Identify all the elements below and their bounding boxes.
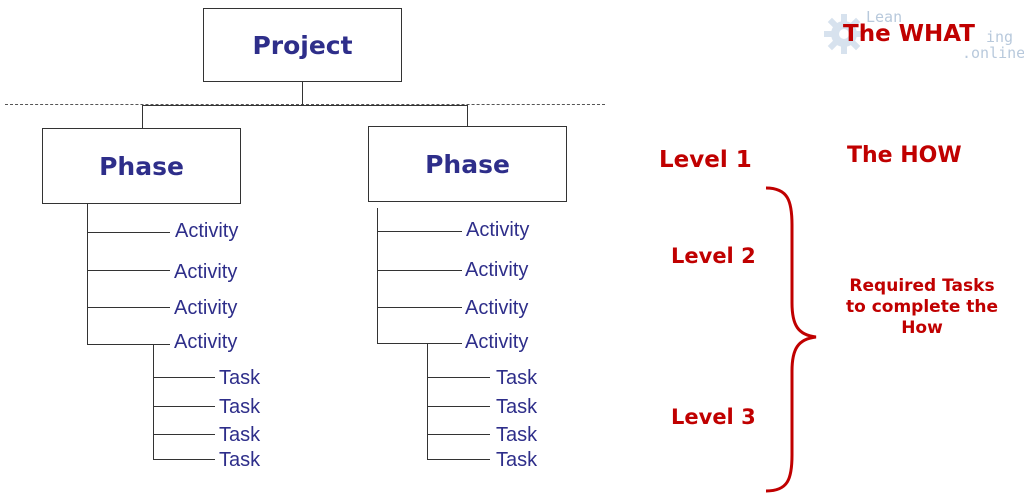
required-tasks-line: How bbox=[901, 318, 943, 338]
required-tasks-line: Required Tasks bbox=[849, 276, 995, 296]
tree-line bbox=[427, 406, 490, 407]
activity-label: Activity bbox=[174, 261, 238, 283]
phase-label: Phase bbox=[425, 149, 510, 179]
tree-line bbox=[153, 434, 215, 435]
activity-label: Activity bbox=[466, 219, 530, 241]
tree-line bbox=[427, 434, 490, 435]
connector-line bbox=[142, 105, 143, 128]
task-label: Task bbox=[496, 424, 538, 446]
tree-line bbox=[377, 208, 378, 344]
gear-icon bbox=[824, 14, 864, 54]
tree-line bbox=[87, 204, 88, 345]
task-label: Task bbox=[496, 367, 538, 389]
tree-line bbox=[153, 406, 215, 407]
task-label: Task bbox=[496, 449, 538, 471]
level-divider bbox=[5, 104, 605, 105]
project-node: Project bbox=[203, 8, 402, 82]
phase-node-left: Phase bbox=[42, 128, 241, 204]
connector-line bbox=[467, 105, 468, 126]
tree-line bbox=[153, 344, 154, 460]
watermark-logo: Lean ing .online bbox=[822, 6, 1024, 66]
project-label: Project bbox=[252, 30, 353, 60]
phase-label: Phase bbox=[99, 151, 184, 181]
tree-line bbox=[87, 270, 170, 271]
activity-label: Activity bbox=[174, 297, 238, 319]
required-tasks-note: Required Tasks to complete the How bbox=[822, 276, 1022, 339]
tree-line bbox=[377, 270, 462, 271]
activity-label: Activity bbox=[465, 259, 529, 281]
the-how-label: The HOW bbox=[847, 143, 962, 168]
tree-line bbox=[153, 459, 215, 460]
tree-line bbox=[87, 344, 170, 345]
tree-line bbox=[377, 307, 462, 308]
required-tasks-line: to complete the bbox=[845, 297, 999, 317]
curly-brace bbox=[765, 186, 817, 493]
phase-node-right: Phase bbox=[368, 126, 567, 202]
task-label: Task bbox=[219, 367, 261, 389]
tree-line bbox=[377, 343, 462, 344]
level-2-label: Level 2 bbox=[671, 244, 756, 268]
tree-line bbox=[153, 377, 215, 378]
connector-line bbox=[302, 82, 303, 105]
task-label: Task bbox=[219, 396, 261, 418]
tree-line bbox=[427, 377, 490, 378]
activity-label: Activity bbox=[175, 220, 239, 242]
watermark-text: .online bbox=[962, 44, 1024, 62]
connector-line bbox=[142, 105, 468, 106]
tree-line bbox=[427, 459, 490, 460]
activity-label: Activity bbox=[465, 331, 529, 353]
tree-line bbox=[87, 232, 170, 233]
activity-label: Activity bbox=[465, 297, 529, 319]
activity-label: Activity bbox=[174, 331, 238, 353]
level-1-label: Level 1 bbox=[659, 147, 752, 173]
task-label: Task bbox=[219, 449, 261, 471]
task-label: Task bbox=[219, 424, 261, 446]
tree-line bbox=[87, 307, 170, 308]
tree-line bbox=[427, 343, 428, 459]
task-label: Task bbox=[496, 396, 538, 418]
watermark-text: ing bbox=[986, 28, 1014, 46]
watermark-text: Lean bbox=[866, 8, 903, 26]
tree-line bbox=[377, 231, 462, 232]
the-what-label: The WHAT bbox=[843, 21, 975, 47]
level-3-label: Level 3 bbox=[671, 405, 756, 429]
